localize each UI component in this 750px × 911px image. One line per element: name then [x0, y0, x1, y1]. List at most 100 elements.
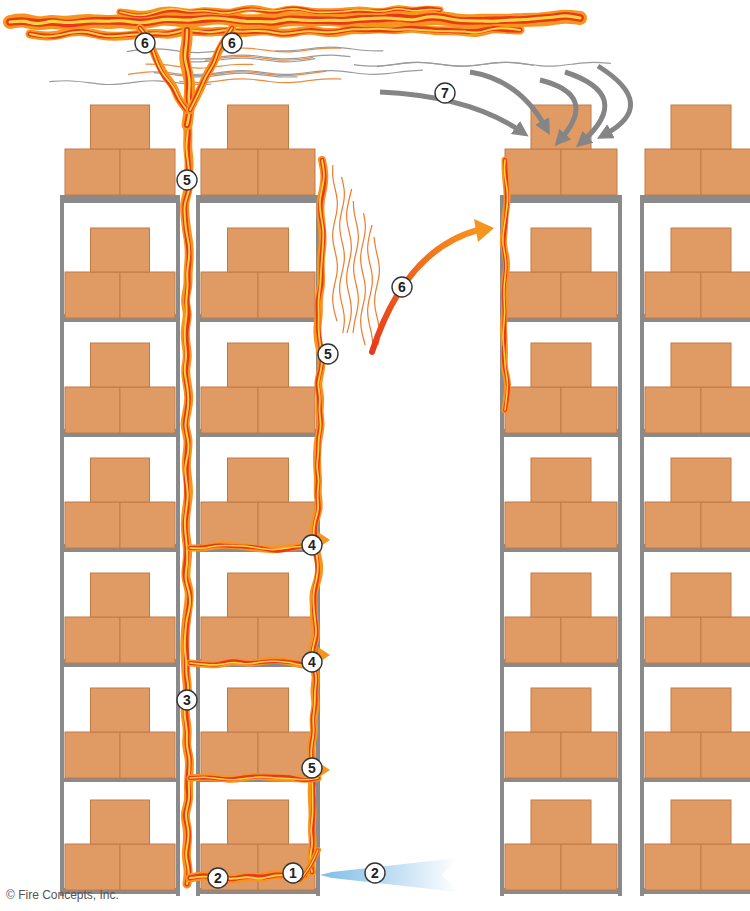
- rack-beam: [62, 318, 178, 322]
- storage-box: [91, 800, 150, 844]
- storage-box: [701, 149, 750, 195]
- storage-box: [505, 844, 561, 890]
- storage-box: [561, 502, 617, 548]
- callout-circle: [302, 652, 322, 672]
- storage-box: [201, 502, 258, 548]
- storage-box: [531, 573, 591, 617]
- callout-circle: [302, 758, 322, 778]
- storage-box: [561, 149, 617, 195]
- rack-beam: [642, 195, 750, 199]
- storage-box: [65, 617, 120, 663]
- storage-box: [228, 105, 289, 149]
- storage-box: [561, 272, 617, 318]
- storage-box: [91, 228, 150, 272]
- flame: [120, 8, 440, 15]
- storage-box: [645, 502, 701, 548]
- flame: [30, 28, 520, 36]
- storage-box: [645, 732, 701, 778]
- callout-number: 4: [308, 655, 316, 669]
- rack-beam: [62, 195, 178, 199]
- storage-box: [561, 617, 617, 663]
- rack-beam: [502, 890, 620, 894]
- flame: [503, 160, 508, 410]
- heat-wave: [275, 47, 383, 51]
- storage-box: [65, 844, 120, 890]
- heat-wave: [154, 73, 298, 77]
- rack-beam: [502, 318, 620, 322]
- flame: [190, 660, 318, 665]
- flame: [185, 120, 190, 884]
- flow-arrows: [320, 66, 631, 892]
- storage-box: [531, 800, 591, 844]
- rack-beam: [198, 318, 318, 322]
- storage-box: [505, 272, 561, 318]
- callout-circle: [365, 863, 385, 883]
- rack-beam: [642, 199, 750, 203]
- rack-beam: [198, 433, 318, 437]
- storage-box: [701, 844, 750, 890]
- rack-beam: [642, 548, 750, 552]
- flame: [30, 28, 520, 36]
- rack-beam: [642, 433, 750, 437]
- rack-beam: [198, 199, 318, 203]
- rack-beam: [198, 890, 318, 894]
- radiant-heat-line: [353, 201, 358, 333]
- flame: [190, 661, 318, 665]
- storage-box: [531, 688, 591, 732]
- storage-box: [91, 458, 150, 502]
- flame: [190, 661, 318, 664]
- storage-box: [561, 387, 617, 433]
- callout-number: 5: [324, 347, 332, 361]
- flame: [10, 17, 580, 24]
- storage-box: [65, 149, 120, 195]
- storage-box: [701, 387, 750, 433]
- storage-box: [228, 688, 289, 732]
- rack-beam: [62, 433, 178, 437]
- storage-box: [258, 272, 315, 318]
- storage-box: [701, 732, 750, 778]
- storage-box: [201, 617, 258, 663]
- flame: [184, 120, 190, 884]
- rack-beam: [198, 195, 318, 199]
- rack-beam: [502, 195, 620, 199]
- storage-box: [671, 800, 731, 844]
- rack-beam: [62, 778, 178, 782]
- storage-box: [671, 105, 731, 149]
- storage-box: [120, 617, 175, 663]
- storage-box: [65, 502, 120, 548]
- copyright-note: © Fire Concepts, Inc.: [6, 888, 119, 902]
- flame: [140, 28, 187, 110]
- callout-circle: [222, 33, 242, 53]
- storage-box: [645, 844, 701, 890]
- storage-box: [228, 573, 289, 617]
- radiant-heat-line: [333, 165, 338, 321]
- storage-box: [671, 458, 731, 502]
- rack-beam: [642, 318, 750, 322]
- storage-box: [671, 688, 731, 732]
- callout-circle: [283, 863, 303, 883]
- storage-box: [120, 272, 175, 318]
- callout-number: 6: [228, 36, 236, 50]
- callout-number: 6: [141, 36, 149, 50]
- flames: [10, 8, 580, 884]
- radiant-heat-line: [368, 225, 373, 345]
- storage-box: [258, 387, 315, 433]
- callout-number: 5: [183, 173, 191, 187]
- rack-beam: [62, 663, 178, 667]
- flame: [190, 776, 318, 780]
- flame: [190, 777, 318, 780]
- storage-box: [645, 149, 701, 195]
- storage-box: [645, 617, 701, 663]
- callout-number: 3: [183, 693, 191, 707]
- callout-circle: [208, 868, 228, 888]
- callout-circle: [177, 690, 197, 710]
- radiant-heat-line: [340, 177, 345, 333]
- flame: [140, 28, 187, 110]
- storage-box: [505, 502, 561, 548]
- callout-circles: [135, 33, 455, 888]
- flame: [10, 16, 580, 24]
- storage-box: [120, 502, 175, 548]
- storage-box: [91, 343, 150, 387]
- storage-box: [505, 149, 561, 195]
